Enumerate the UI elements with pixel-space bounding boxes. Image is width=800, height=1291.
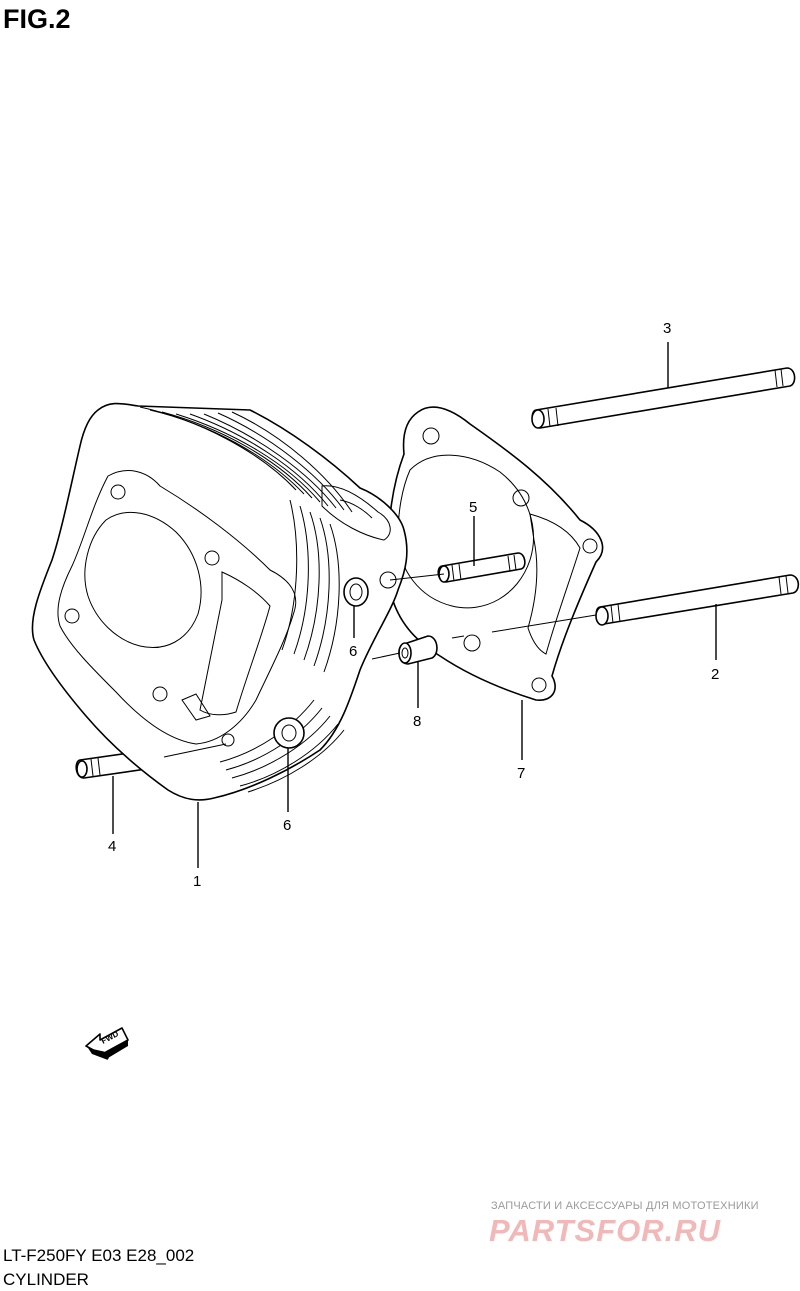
dowel-pin-8[interactable] bbox=[398, 635, 438, 665]
callout-6a: 6 bbox=[349, 643, 357, 660]
model-code: LT-F250FY E03 E28_002 bbox=[3, 1246, 195, 1265]
callout-2: 2 bbox=[711, 666, 719, 683]
alignment-line-dowel-8 bbox=[371, 652, 401, 660]
fwd-arrow-icon: FWD bbox=[85, 1027, 129, 1060]
stud-bolt-3[interactable] bbox=[531, 367, 796, 429]
washer-6a[interactable] bbox=[343, 577, 369, 607]
callout-6b: 6 bbox=[283, 817, 291, 834]
callout-7: 7 bbox=[517, 765, 525, 782]
figure-title: FIG.2 bbox=[3, 4, 71, 34]
alignment-line-stud-5 bbox=[389, 573, 445, 581]
alignment-line-stud-4 bbox=[163, 743, 227, 758]
washer-6b[interactable] bbox=[273, 717, 305, 749]
alignment-line-gasket bbox=[451, 635, 465, 639]
callout-1: 1 bbox=[193, 873, 201, 890]
part-name: CYLINDER bbox=[3, 1270, 89, 1289]
callout-5: 5 bbox=[469, 499, 477, 516]
stud-bolt-2[interactable] bbox=[595, 574, 800, 626]
cylinder-1[interactable] bbox=[31, 402, 408, 801]
watermark-caption: ЗАПЧАСТИ И АКСЕССУАРЫ ДЛЯ МОТОТЕХНИКИ bbox=[491, 1200, 759, 1212]
callout-4: 4 bbox=[108, 838, 116, 855]
alignment-line-stud-2 bbox=[491, 614, 597, 633]
stud-bolt-5[interactable] bbox=[437, 552, 526, 583]
watermark-logo: PARTSFOR.RU bbox=[489, 1213, 722, 1248]
callout-8: 8 bbox=[413, 713, 421, 730]
callout-3: 3 bbox=[663, 320, 671, 337]
